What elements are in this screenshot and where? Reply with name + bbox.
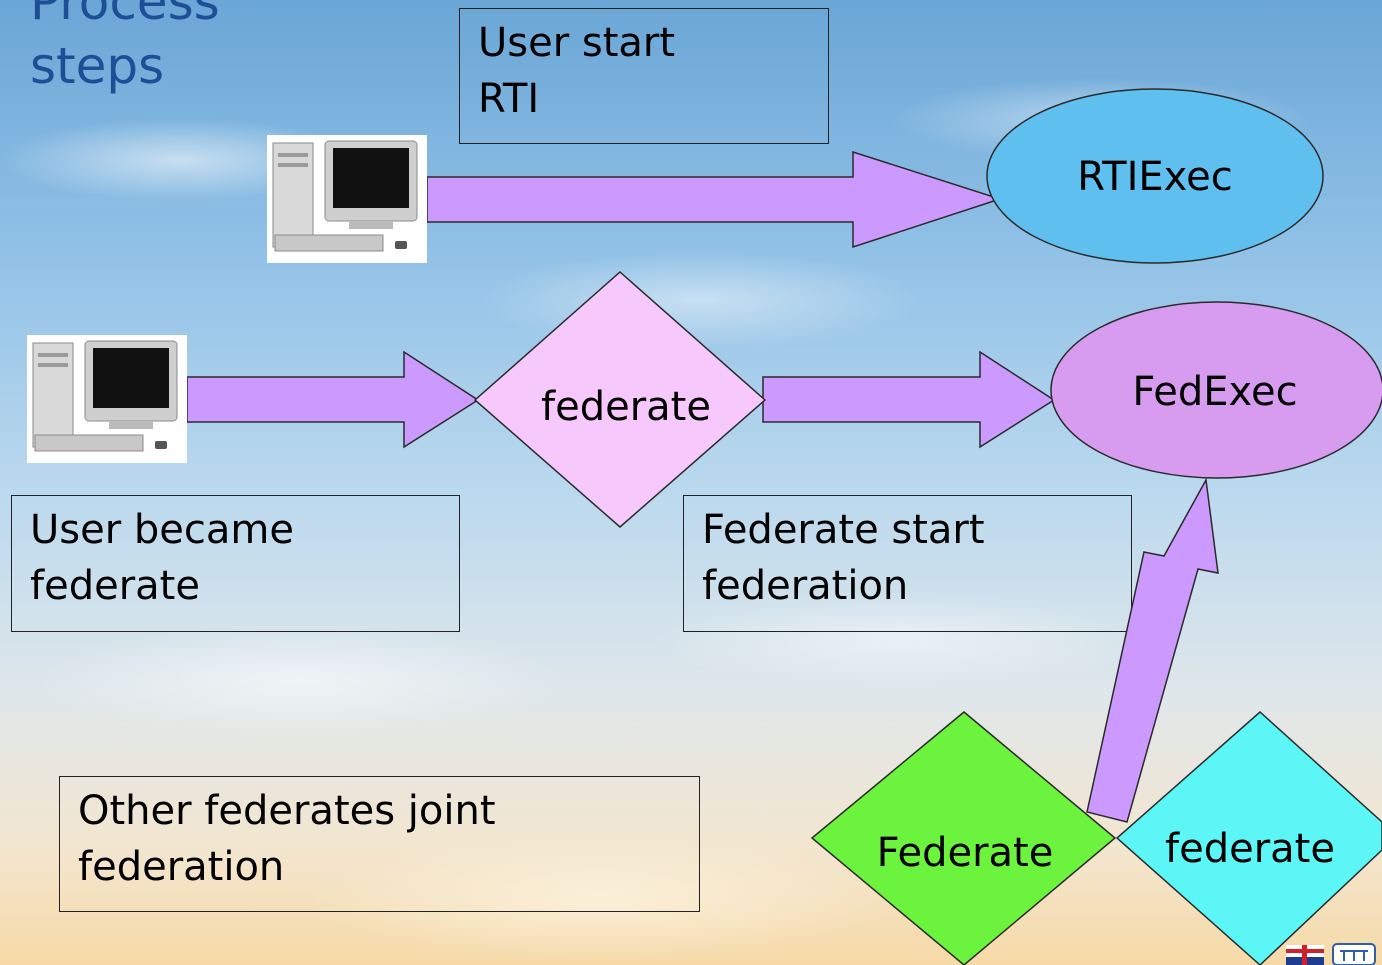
- title-line-2: steps: [30, 37, 165, 95]
- user-start-rti-line-2: RTI: [478, 76, 540, 122]
- user-start-rti-box: User start RTI: [459, 8, 829, 144]
- slide-title: Process steps: [30, 0, 220, 98]
- other-federates-join-line-1: Other federates joint: [78, 788, 496, 834]
- flag-icon[interactable]: [1286, 945, 1324, 965]
- fedexec-node: [1050, 301, 1382, 479]
- rtiexec-label: RTIExec: [1077, 154, 1232, 200]
- federate-start-federation-line-1: Federate start: [702, 507, 985, 553]
- federate-diamond-label: federate: [541, 384, 711, 430]
- federate-green-diamond: [810, 711, 1117, 965]
- federate-green-label: Federate: [877, 830, 1054, 876]
- fedexec-label: FedExec: [1132, 369, 1297, 415]
- federate-start-federation-box: Federate start federation: [683, 495, 1132, 632]
- desktop-computer-icon: [27, 335, 187, 463]
- arrow-computer-to-federate: [186, 350, 480, 449]
- slide-corner-icons: [1286, 943, 1376, 965]
- rtiexec-node: [986, 88, 1324, 264]
- federate-cyan-label: federate: [1165, 826, 1335, 872]
- user-became-federate-line-2: federate: [30, 563, 200, 609]
- arrow-computer-to-rtiexec: [426, 150, 1003, 249]
- desktop-computer-icon: [267, 135, 427, 263]
- title-line-1: Process: [30, 0, 220, 31]
- other-federates-join-line-2: federation: [78, 844, 285, 890]
- federate-diamond: [473, 270, 767, 528]
- federate-cyan-diamond: [1115, 710, 1382, 965]
- user-start-rti-line-1: User start: [478, 20, 676, 66]
- logo-icon[interactable]: [1332, 943, 1376, 965]
- user-became-federate-box: User became federate: [11, 495, 460, 632]
- arrow-federates-to-fedexec: [1086, 477, 1219, 823]
- federate-start-federation-line-2: federation: [702, 563, 909, 609]
- arrow-federate-to-fedexec: [762, 350, 1056, 449]
- user-became-federate-line-1: User became: [30, 507, 294, 553]
- other-federates-join-box: Other federates joint federation: [59, 776, 700, 912]
